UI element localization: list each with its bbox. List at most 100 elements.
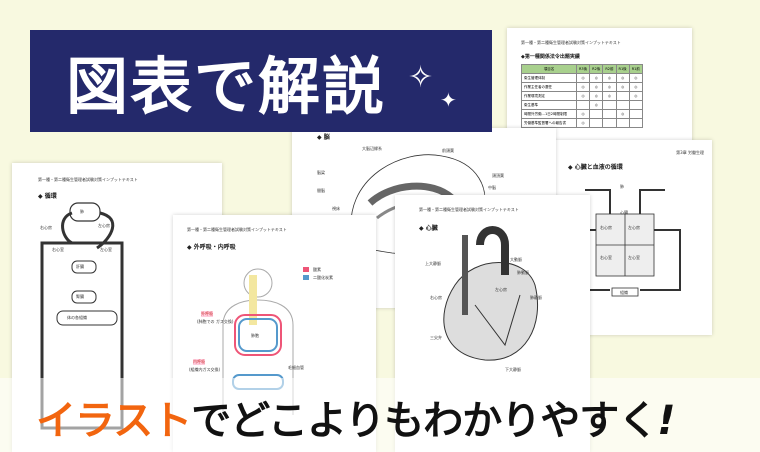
page-heading: ◆ 循環 [38, 193, 57, 200]
heart-diagram [443, 226, 539, 361]
label: 三尖弁 [430, 335, 442, 340]
page-heading: ◆ 脳 [317, 134, 330, 141]
mark-cell [628, 118, 643, 128]
row-name: 労働基準監督署への報告書 [521, 118, 577, 128]
label: 肺 [80, 209, 84, 214]
label: 脳梁 [317, 170, 325, 175]
mark-cell: ◎ [575, 118, 591, 128]
mark-cell [602, 100, 617, 110]
label: 右心房 [430, 295, 442, 300]
column-header: R3後 [575, 64, 591, 74]
label: 右心房 [40, 225, 52, 230]
row-name: 作業環境測定 [521, 91, 577, 101]
label: 二酸化炭素 [313, 275, 333, 280]
label: 大脳辺縁系 [362, 146, 382, 151]
label: 左心房 [495, 287, 507, 292]
table-row: 作業主任者の選任◎◎◎◎◎ [521, 82, 643, 92]
mark-cell: ◎ [575, 73, 591, 83]
column-header: R2前 [602, 64, 617, 74]
label: 下大静脈 [505, 367, 521, 372]
mark-cell: ◎ [602, 82, 617, 92]
mark-cell [589, 109, 604, 119]
label: 頭頂葉 [492, 173, 504, 178]
row-name: 時間外労働…1日2時間制限 [521, 109, 577, 119]
mark-cell: ◎ [575, 91, 591, 101]
sparkle-icon: ✦ [440, 88, 457, 112]
mark-cell [615, 100, 630, 110]
mark-cell: ◎ [575, 109, 591, 119]
label: (組織内ガス交換) [189, 367, 221, 372]
running-header: 第一種・第二種衛生管理者試験対策インプットテキスト [419, 207, 519, 212]
mark-cell: ◎ [589, 91, 604, 101]
column-header: R2後 [589, 64, 604, 74]
caption: イラストでどこよりもわかりやすく! [36, 388, 675, 446]
page-heading: ◆ 心臓 [419, 225, 438, 232]
running-header: 第一種・第二種衛生管理者試験対策インプットテキスト [38, 177, 138, 182]
label: 左心室 [100, 247, 112, 252]
page-heading: ◆ 外呼吸・内呼吸 [187, 244, 236, 251]
label: 体の各組織 [67, 315, 87, 320]
table-row: 作業環境測定◎◎◎◎ [521, 91, 643, 101]
mark-cell: ◎ [575, 82, 591, 92]
page-heading: ◆ 心臓と血液の循環 [568, 164, 623, 171]
table-row: 衛生管理体制◎◎◎◎◎ [521, 73, 643, 83]
label: 左心房 [98, 223, 110, 228]
mark-cell: ◎ [628, 82, 643, 92]
label: 中脳 [488, 185, 496, 190]
label: 内呼吸 [193, 359, 205, 365]
mark-cell: ◎ [589, 82, 604, 92]
label: 大動脈 [510, 257, 522, 262]
mark-cell: ◎ [589, 73, 604, 83]
mark-cell: ◎ [628, 73, 643, 83]
label: 視床 [332, 206, 340, 211]
mark-cell: ◎ [628, 91, 643, 101]
column-header: 項目名 [521, 64, 577, 74]
running-header: 第一種・第二種衛生管理者試験対策インプットテキスト [521, 40, 621, 45]
column-header: R1後 [615, 64, 630, 74]
table-heading: ◆第一種関係法令出題実績 [521, 54, 580, 60]
label: 腎臓 [76, 294, 84, 299]
label: 間脳 [317, 188, 325, 193]
label: (肺胞での ガス交換) [197, 319, 234, 324]
label: 酸素 [313, 267, 321, 272]
mark-cell [589, 118, 604, 128]
mark-cell [602, 109, 617, 119]
sparkle-icon: ✧ [408, 60, 434, 95]
title-banner: 図表で解説 ✧ ✦ [30, 30, 492, 132]
label: 毛細血管 [288, 365, 304, 370]
mark-cell: ◎ [602, 73, 617, 83]
table-row: 労働基準監督署への報告書◎ [521, 118, 643, 128]
label: 右心室 [52, 247, 64, 252]
circulation-diagram [579, 189, 681, 297]
mark-cell [615, 118, 630, 128]
label: 組織 [620, 290, 628, 295]
label: 肺動脈 [517, 270, 529, 275]
running-header: 第一種・第二種衛生管理者試験対策インプットテキスト [187, 227, 287, 232]
mark-cell: ◎ [615, 73, 630, 83]
mark-cell [628, 100, 643, 110]
label: 右心房 [600, 225, 612, 230]
mark-cell [628, 109, 643, 119]
caption-highlight: イラスト [36, 398, 192, 444]
mark-cell [602, 118, 617, 128]
row-name: 衛生基準 [521, 100, 577, 110]
mark-cell [575, 100, 591, 110]
label: 肺静脈 [530, 295, 542, 300]
chapter-label: 第3章 労働生理 [676, 150, 704, 155]
mark-cell: ◎ [615, 109, 630, 119]
column-header: R1前 [628, 64, 643, 74]
caption-strip [0, 378, 760, 452]
label: 左心房 [628, 225, 640, 230]
table-row: 衛生基準 ◎ [521, 100, 643, 110]
caption-exclamation: ! [657, 398, 675, 444]
label: 左心室 [628, 255, 640, 260]
mark-cell [615, 91, 630, 101]
mark-cell: ◎ [615, 82, 630, 92]
label: 肝臓 [76, 264, 84, 269]
mark-cell: ◎ [589, 100, 604, 110]
label: 上大静脈 [425, 261, 441, 266]
label: 肺 [620, 184, 624, 189]
row-name: 作業主任者の選任 [521, 82, 577, 92]
label: 外呼吸 [201, 311, 213, 317]
